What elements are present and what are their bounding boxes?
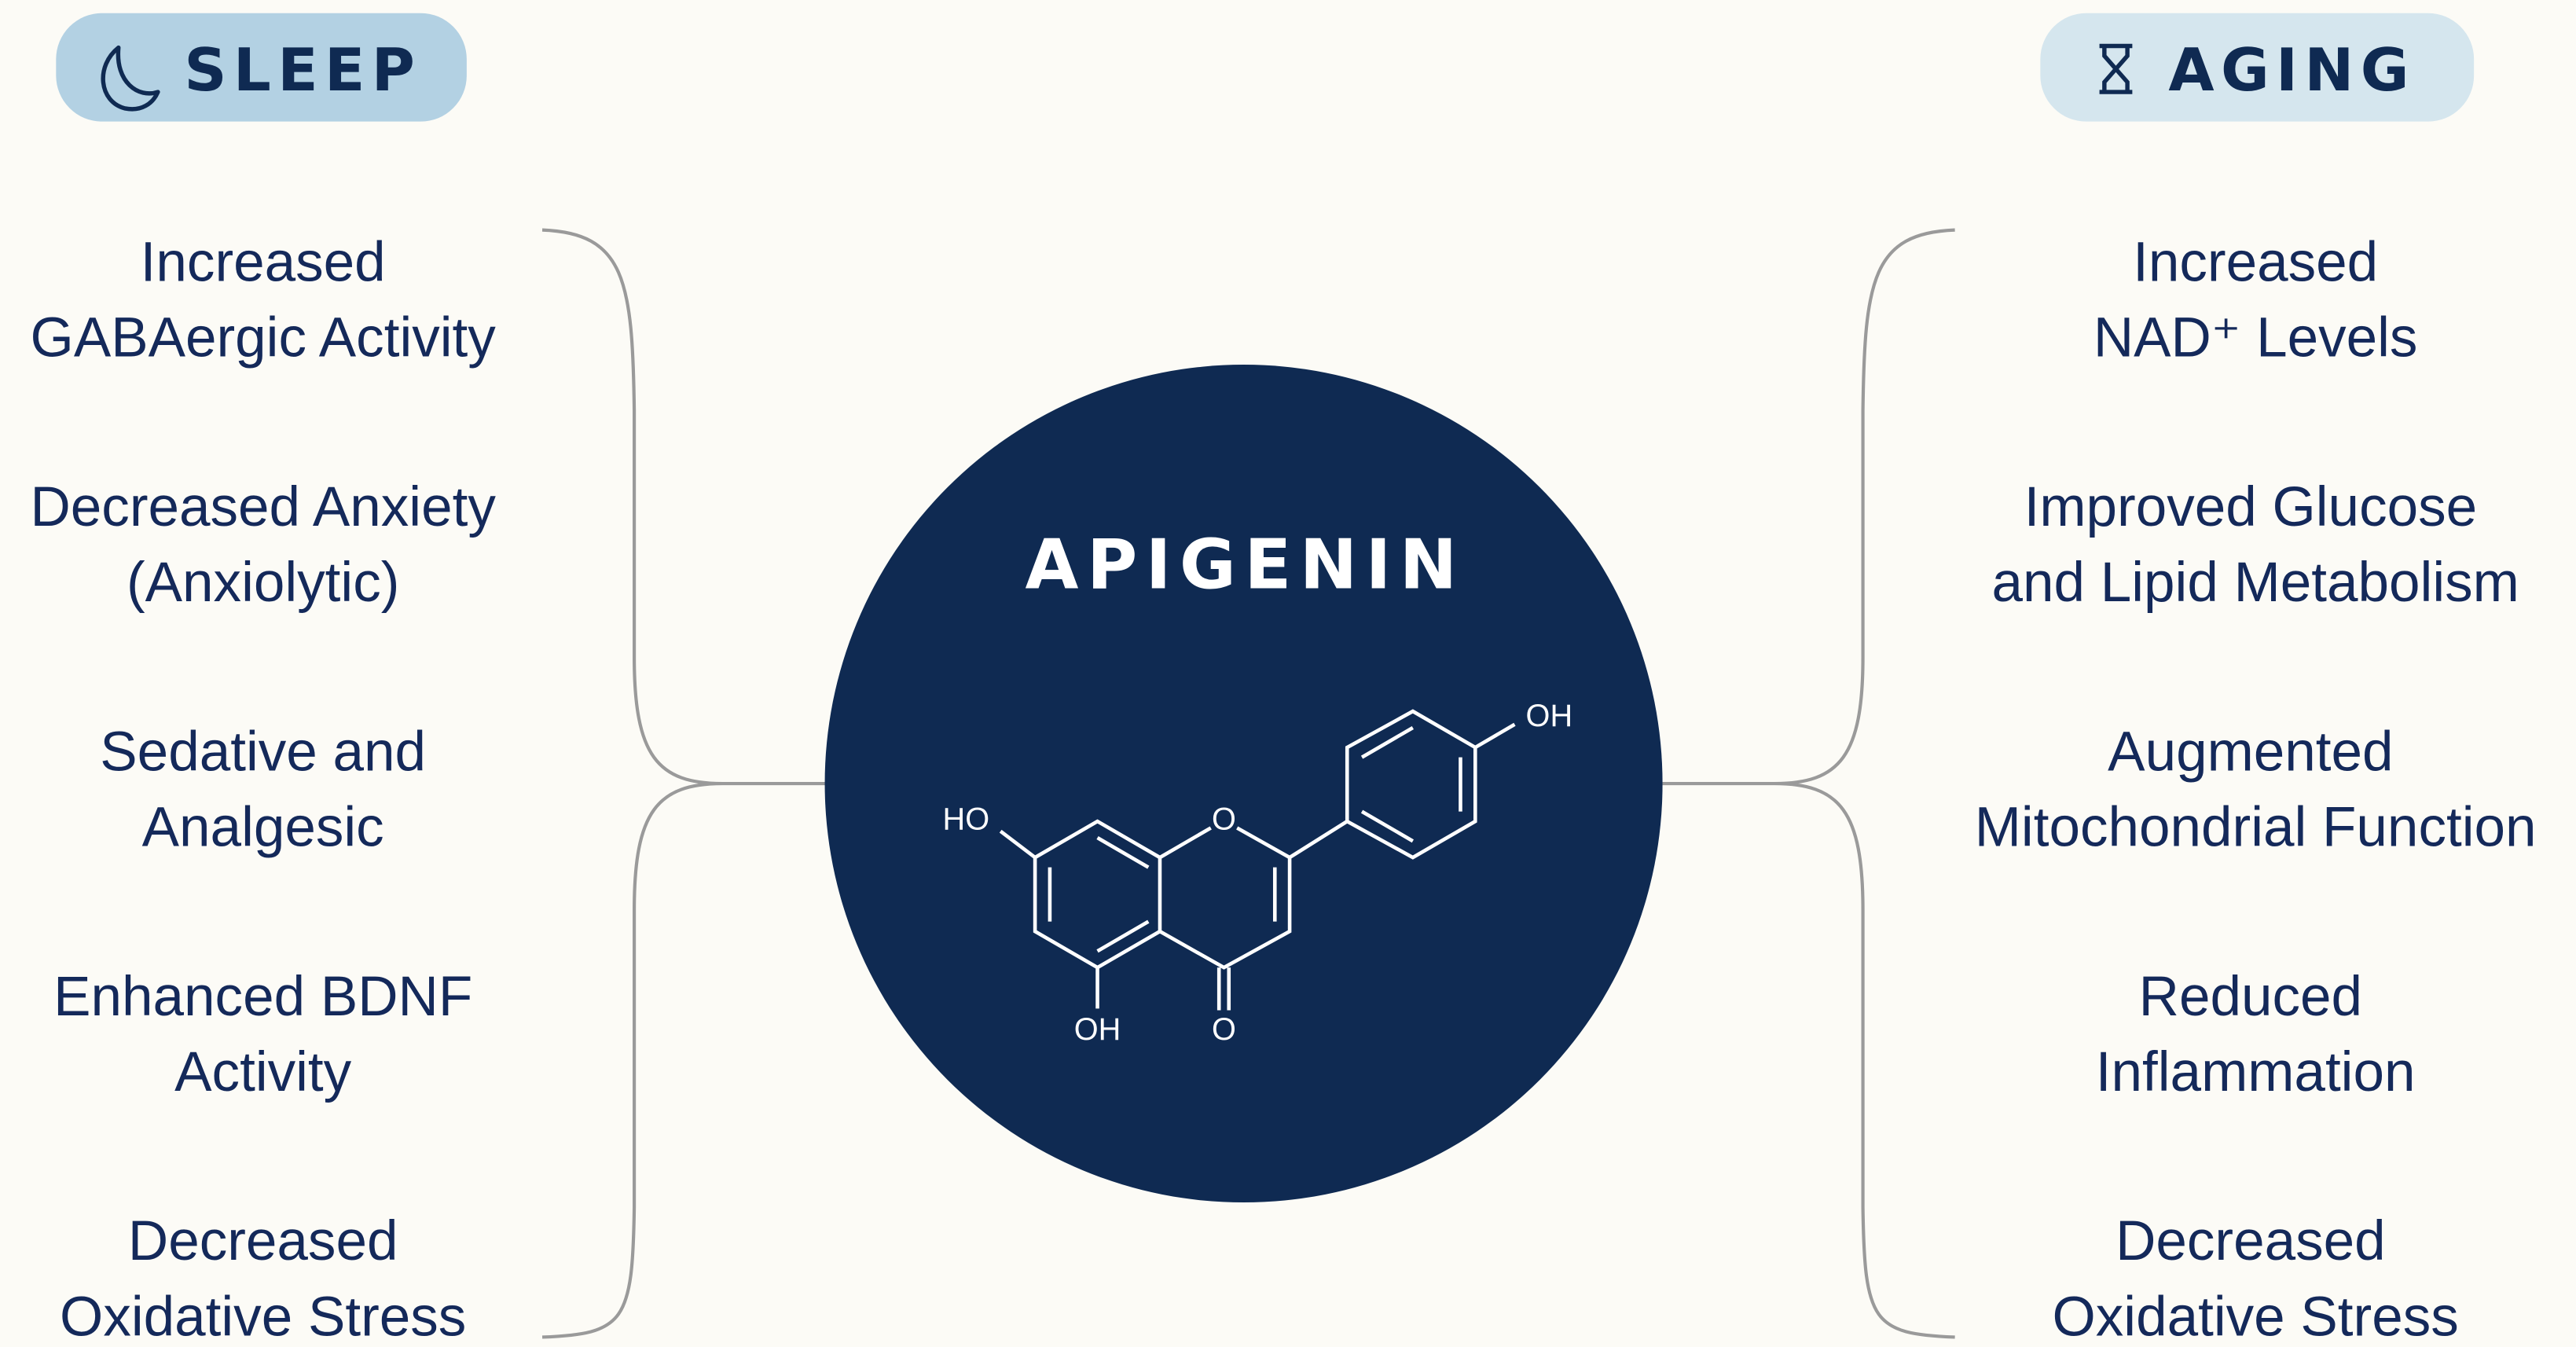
aging-item-4-line2: Inflammation <box>2096 1041 2416 1103</box>
sleep-item-4-line2: Activity <box>174 1041 351 1103</box>
apigenin-structure-icon: HO O OH OH O <box>943 699 1573 1047</box>
sleep-item-4-line1: Enhanced BDNF <box>53 966 472 1028</box>
sleep-item-1-line2: GABAergic Activity <box>31 307 497 369</box>
moon-icon <box>101 45 160 112</box>
aging-item-1-line2: NAD⁺ Levels <box>2093 307 2418 369</box>
aging-item-2-line1: Improved Glucose <box>2024 476 2478 538</box>
atom-label-oh-5: OH <box>1074 1012 1121 1047</box>
atom-label-ho-7: HO <box>943 802 990 837</box>
sleep-item-5-line1: Decreased <box>128 1210 398 1272</box>
sleep-effects-list: Increased GABAergic Activity Decreased A… <box>30 231 496 1347</box>
aging-item-1-line1: Increased <box>2133 231 2378 293</box>
sleep-item-2-line2: (Anxiolytic) <box>127 552 399 614</box>
aging-category-pill: AGING <box>2040 13 2475 122</box>
sleep-category-pill: SLEEP <box>56 13 467 122</box>
aging-item-3-line1: Augmented <box>2108 721 2393 783</box>
aging-label: AGING <box>2168 35 2416 105</box>
apigenin-circle <box>824 365 1663 1203</box>
aging-item-4-line1: Reduced <box>2139 966 2362 1028</box>
atom-label-ring-oxygen: O <box>1212 802 1236 837</box>
atom-label-oh-4prime: OH <box>1526 699 1573 733</box>
aging-item-3-line2: Mitochondrial Function <box>1975 796 2537 858</box>
sleep-item-3-line1: Sedative and <box>100 721 426 783</box>
sleep-item-5-line2: Oxidative Stress <box>60 1286 466 1347</box>
aging-effects-list: Increased NAD⁺ Levels Improved Glucose a… <box>1975 231 2537 1347</box>
sleep-item-1-line1: Increased <box>141 231 386 293</box>
aging-item-2-line2: and Lipid Metabolism <box>1991 552 2519 614</box>
sleep-item-3-line2: Analgesic <box>142 796 384 858</box>
sleep-item-2-line1: Decreased Anxiety <box>30 476 496 538</box>
sleep-label: SLEEP <box>184 35 421 105</box>
hourglass-icon <box>2099 43 2133 94</box>
left-brace-connector <box>541 228 827 1339</box>
atom-label-carbonyl-oxygen: O <box>1212 1012 1236 1047</box>
apigenin-title: APIGENIN <box>1026 524 1466 604</box>
right-brace-connector <box>1662 228 1955 1339</box>
aging-item-5-line1: Decreased <box>2115 1210 2386 1272</box>
aging-item-5-line2: Oxidative Stress <box>2053 1286 2459 1347</box>
